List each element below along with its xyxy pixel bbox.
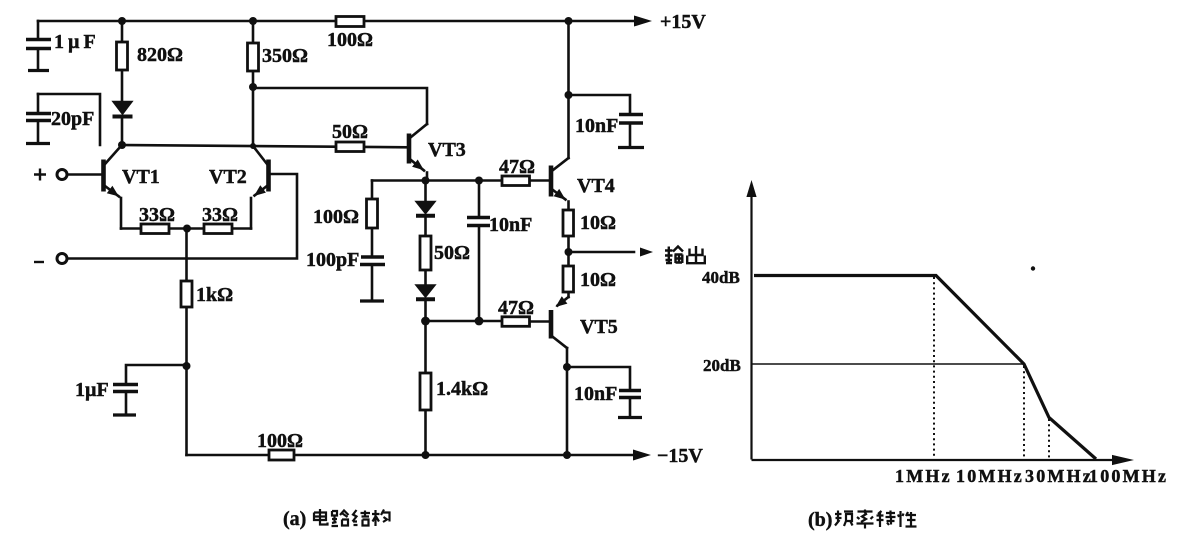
svg-text:−15V: −15V	[657, 445, 703, 467]
svg-text:1µF: 1µF	[75, 379, 109, 401]
svg-text:100Ω: 100Ω	[313, 206, 359, 228]
svg-text:33Ω: 33Ω	[139, 204, 175, 226]
svg-text:20pF: 20pF	[51, 108, 94, 130]
svg-text:1MHz: 1MHz	[895, 466, 952, 486]
svg-text:30MHz: 30MHz	[1025, 466, 1093, 486]
svg-text:50Ω: 50Ω	[332, 121, 368, 143]
svg-text:20dB: 20dB	[703, 356, 741, 375]
svg-text:10Ω: 10Ω	[580, 269, 616, 291]
svg-text:VT4: VT4	[577, 175, 615, 197]
svg-text:(b): (b)	[808, 509, 832, 531]
svg-text:VT1: VT1	[122, 166, 160, 188]
svg-text:(a): (a)	[283, 508, 306, 530]
svg-text:1.4kΩ: 1.4kΩ	[436, 378, 488, 400]
svg-text:47Ω: 47Ω	[499, 156, 535, 178]
svg-text:10nF: 10nF	[574, 383, 617, 405]
svg-text:+15V: +15V	[660, 11, 706, 33]
svg-text:350Ω: 350Ω	[262, 45, 308, 67]
svg-text:40dB: 40dB	[702, 268, 740, 287]
svg-text:1kΩ: 1kΩ	[196, 284, 233, 306]
svg-text:1µF: 1µF	[54, 31, 100, 53]
svg-text:100pF: 100pF	[306, 249, 359, 271]
svg-text:100MHz: 100MHz	[1089, 466, 1168, 486]
svg-text:10MHz: 10MHz	[956, 466, 1024, 486]
svg-text:100Ω: 100Ω	[257, 430, 303, 452]
svg-text:10nF: 10nF	[575, 115, 618, 137]
svg-text:VT5: VT5	[580, 316, 618, 338]
svg-text:VT2: VT2	[209, 166, 247, 188]
svg-text:10nF: 10nF	[489, 214, 532, 236]
svg-text:820Ω: 820Ω	[137, 44, 183, 66]
svg-text:33Ω: 33Ω	[202, 204, 238, 226]
svg-text:100Ω: 100Ω	[327, 29, 373, 51]
svg-text:10Ω: 10Ω	[580, 212, 616, 234]
svg-text:VT3: VT3	[428, 139, 466, 161]
svg-text:50Ω: 50Ω	[434, 242, 470, 264]
svg-text:47Ω: 47Ω	[498, 297, 534, 319]
